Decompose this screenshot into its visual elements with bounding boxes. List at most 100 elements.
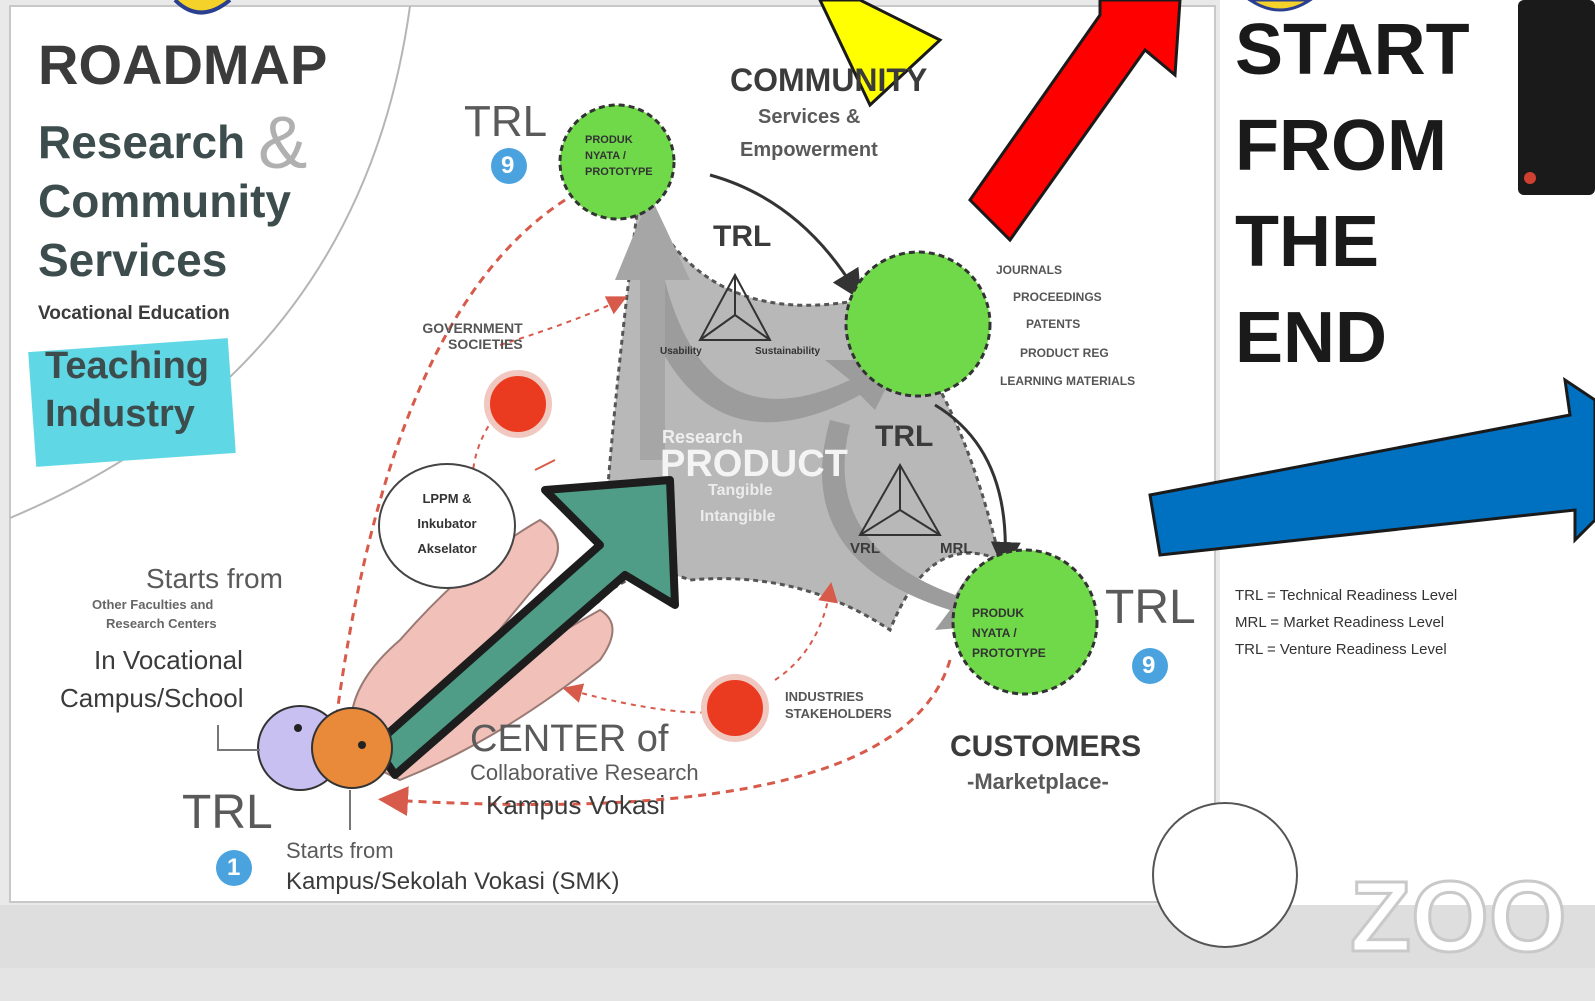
research-label: Research: [38, 116, 246, 168]
output-journals: JOURNALS: [996, 263, 1063, 277]
node-bottom-line-2: NYATA /: [972, 626, 1017, 640]
community-title: COMMUNITY: [730, 62, 928, 98]
node-top-line-2: NYATA /: [585, 150, 626, 162]
trl-label-bottom-left: TRL: [182, 786, 273, 839]
headline-line-4: END: [1235, 298, 1388, 378]
lppm-node: [378, 463, 516, 589]
center-title: CENTER of: [470, 718, 669, 760]
bottom-start-line-1: Starts from: [286, 838, 394, 863]
output-product-reg: PRODUCT REG: [1020, 346, 1109, 360]
vrl-label: VRL: [850, 540, 880, 557]
trl-badge-right: [1132, 648, 1168, 684]
trl-triangle-bottom: [858, 462, 942, 536]
node-top-prototype: [558, 103, 676, 221]
top-left-badge-fragment: [173, 0, 232, 15]
output-proceedings: PROCEEDINGS: [1013, 290, 1102, 304]
legend-vrl: TRL = Venture Readiness Level: [1235, 641, 1447, 658]
presenter-circle: [1152, 802, 1298, 948]
top-right-badge-fragment: [1247, 0, 1313, 12]
red-arrow: [968, 0, 1182, 243]
orange-circle: [311, 707, 393, 789]
ampersand: &: [258, 101, 308, 184]
trl-label-lower-center: TRL: [875, 420, 934, 453]
trl-triangle-top: [698, 272, 772, 341]
headline-line-1: START: [1235, 10, 1470, 90]
government-line-1: GOVERNMENT: [422, 320, 523, 336]
starts-from-sub-1: Other Faculties and: [92, 597, 214, 612]
node-bottom-line-1: PRODUK: [972, 606, 1025, 620]
webcam-thumbnail: [1518, 0, 1595, 195]
title-separator-curve: [9, 5, 411, 519]
government-label: GOVERNMENT SOCIETIES: [420, 320, 523, 352]
blue-arrow: [1148, 376, 1595, 557]
lppm-line-1: LPPM &: [422, 491, 472, 506]
legend-trl: TRL = Technical Readiness Level: [1235, 587, 1458, 604]
sustainability-label: Sustainability: [755, 346, 821, 357]
teaching-label: Teaching: [45, 345, 209, 387]
trl-badge-bottom-left: [216, 850, 252, 886]
zoom-watermark: ZOO: [1349, 860, 1569, 975]
dashed-arrow-right-to-left: [378, 659, 952, 817]
customers-title: CUSTOMERS: [950, 730, 1142, 763]
trl-badge-top-left: [491, 148, 527, 184]
inner-curve-arrow: [640, 260, 900, 423]
dashed-arrow-top-to-left: [317, 198, 566, 782]
community-label: Community: [38, 175, 291, 227]
government-line-2: SOCIETIES: [448, 336, 523, 352]
industries-line-1: INDUSTRIES: [785, 689, 864, 704]
intangible-word: Intangible: [700, 508, 776, 525]
connector-top-to-output: [709, 173, 862, 301]
node-bottom-prototype: [951, 548, 1099, 696]
industry-label: Industry: [45, 393, 195, 435]
product-word: PRODUCT: [660, 443, 848, 485]
services-label: Services: [38, 234, 228, 286]
starts-from-title: Starts from: [146, 563, 283, 594]
mrl-label: MRL: [940, 540, 973, 557]
community-line-1: Services &: [758, 106, 861, 128]
trl-label-upper-center: TRL: [713, 220, 772, 253]
industries-line-2: STAKEHOLDERS: [785, 706, 892, 721]
industries-label: INDUSTRIES STAKEHOLDERS: [785, 688, 892, 722]
starts-from-line-4: Campus/School: [60, 683, 244, 713]
dashed-arrow-industries-up: [774, 582, 838, 681]
lppm-label: LPPM & Inkubator Akselator: [414, 486, 480, 561]
node-top-text: PRODUK NYATA / PROTOTYPE: [585, 132, 653, 180]
trl-label-top-left: TRL: [464, 97, 548, 146]
dashed-arrow-government: [499, 296, 628, 346]
center-line-3: Kampus Vokasi: [486, 790, 666, 820]
industries-node: [701, 674, 769, 742]
usability-label: Usability: [660, 346, 702, 357]
output-learning-materials: LEARNING MATERIALS: [1000, 374, 1136, 388]
starts-from-sub-2: Research Centers: [106, 616, 217, 631]
lppm-line-2: Inkubator: [417, 516, 477, 531]
mic-muted-icon: [1524, 172, 1536, 184]
trl-num-right: 9: [1142, 652, 1156, 679]
legend-mrl: MRL = Market Readiness Level: [1235, 614, 1445, 631]
lppm-line-3: Akselator: [417, 541, 477, 556]
headline-line-2: FROM: [1235, 106, 1447, 186]
node-bottom-line-3: PROTOTYPE: [972, 646, 1046, 660]
output-patents: PATENTS: [1026, 317, 1081, 331]
bottom-start-line-2: Kampus/Sekolah Vokasi (SMK): [286, 868, 620, 895]
node-bottom-text: PRODUK NYATA / PROTOTYPE: [972, 603, 1046, 663]
community-line-2: Empowerment: [740, 139, 878, 161]
teal-arrow: [371, 476, 679, 779]
research-word: Research: [662, 427, 744, 447]
trl-num-bottom-left: 1: [227, 854, 241, 881]
start-from-the-end-headline: START FROM THE END: [1235, 2, 1470, 386]
node-outputs: [844, 250, 992, 398]
customers-sub: -Marketplace-: [967, 769, 1109, 794]
node-top-line-3: PROTOTYPE: [585, 166, 653, 178]
connector-output-to-bottom: [934, 403, 1021, 572]
headline-line-3: THE: [1235, 202, 1379, 282]
trl-label-right: TRL: [1105, 581, 1196, 634]
trl-num-top-left: 9: [501, 152, 515, 179]
vocational-label: Vocational Education: [38, 303, 230, 324]
node-top-line-1: PRODUK: [585, 134, 633, 146]
legend: TRL = Technical Readiness Level MRL = Ma…: [1235, 582, 1457, 663]
yellow-arrow: [818, 0, 943, 108]
tangible-word: Tangible: [708, 482, 773, 499]
center-line-2: Collaborative Research: [470, 760, 699, 785]
